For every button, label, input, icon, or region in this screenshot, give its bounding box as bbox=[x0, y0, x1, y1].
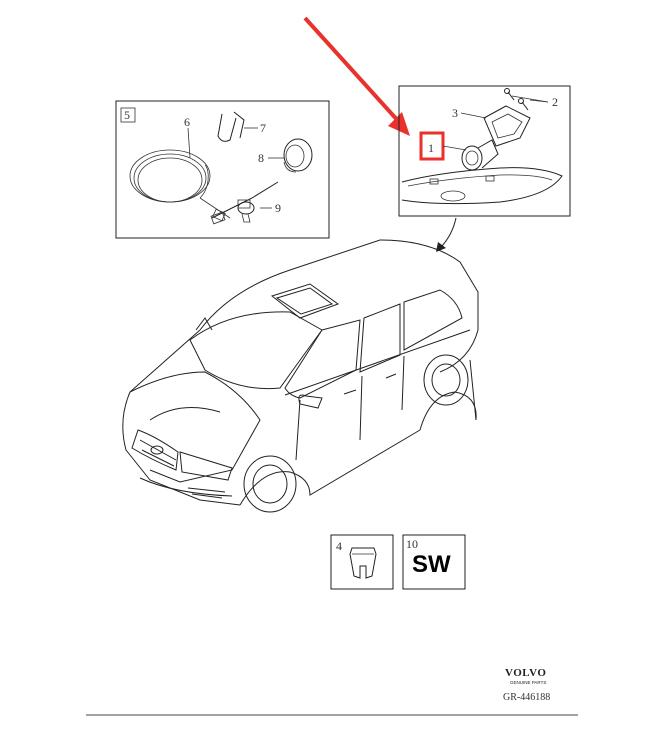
red-pointer-arrow bbox=[303, 16, 410, 136]
screw-icon bbox=[504, 88, 529, 111]
lamp-housing-icon bbox=[483, 105, 531, 147]
brand-logo: VOLVO bbox=[505, 667, 546, 679]
callout-2: 2 bbox=[552, 95, 558, 109]
grommet-icon bbox=[283, 138, 313, 173]
callout-3: 3 bbox=[452, 106, 458, 120]
diagram-code: GR-446188 bbox=[503, 692, 550, 703]
callout-1: 1 bbox=[428, 141, 434, 155]
software-label: SW bbox=[412, 551, 451, 578]
callout-5: 5 bbox=[124, 108, 130, 122]
brand-tagline: GENUINE PARTS bbox=[510, 680, 546, 685]
cable-coil-icon bbox=[129, 149, 231, 222]
part-box-4: 4 bbox=[330, 534, 394, 590]
kit-box: 5 6 7 8 bbox=[115, 100, 330, 239]
lamp-detail-box: 1 3 2 bbox=[398, 85, 571, 217]
bulb-holder-icon bbox=[461, 139, 499, 171]
fuse-icon bbox=[349, 547, 377, 579]
callout-6: 6 bbox=[184, 115, 190, 129]
callout-8: 8 bbox=[258, 151, 264, 165]
bumper-strip-icon bbox=[401, 167, 563, 205]
callout-10: 10 bbox=[406, 537, 418, 551]
connector-icon bbox=[210, 181, 279, 225]
callout-7: 7 bbox=[260, 121, 266, 135]
callout-9: 9 bbox=[275, 201, 281, 215]
car-illustration bbox=[122, 239, 479, 513]
callout-4: 4 bbox=[336, 539, 342, 553]
brand-block: VOLVO GENUINE PARTS GR-446188 bbox=[503, 667, 550, 703]
clip-icon bbox=[217, 111, 245, 142]
part-box-10: 10 SW bbox=[402, 534, 466, 590]
detail-pointer-arrow bbox=[436, 217, 457, 252]
